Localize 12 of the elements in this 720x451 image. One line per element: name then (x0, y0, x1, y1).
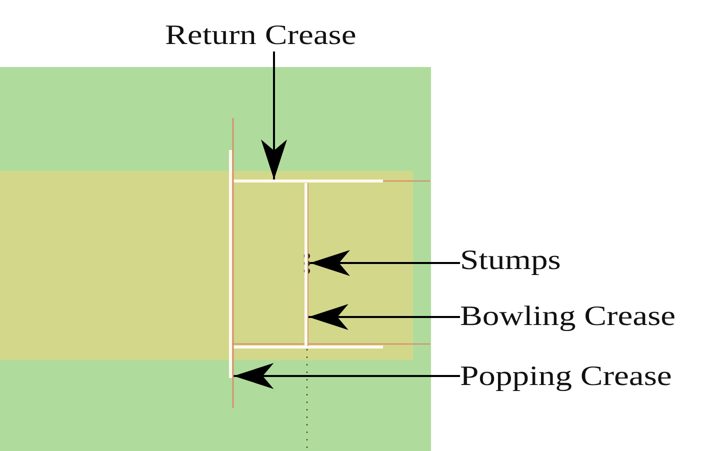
leader-arrow (310, 250, 460, 276)
leader-arrow (308, 304, 460, 330)
crease-line (233, 180, 430, 182)
callout-label: Return Crease (165, 20, 356, 52)
leader-arrow (234, 363, 460, 389)
crease-line (229, 118, 234, 408)
callout-label: Popping Crease (460, 360, 672, 392)
leader-arrow (261, 52, 287, 180)
callout-label: Bowling Crease (460, 300, 676, 332)
stumps-icon (304, 253, 310, 274)
crease-line (304, 183, 308, 346)
callout-label: Stumps (460, 244, 561, 276)
